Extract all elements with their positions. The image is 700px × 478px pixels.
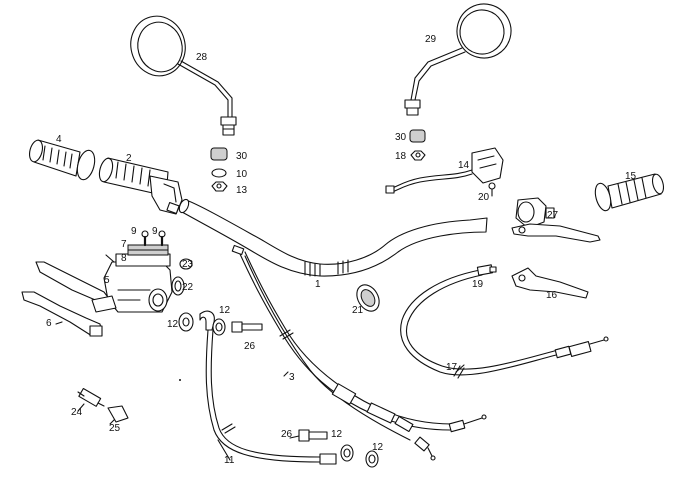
throttle-grip [98, 157, 183, 215]
label-12-a: 12 [219, 305, 231, 316]
label-27: 27 [547, 210, 559, 221]
clutch-lever [511, 267, 589, 299]
label-3: 3 [289, 372, 295, 383]
handlebar [178, 198, 488, 277]
brake-master-cylinder [103, 244, 173, 313]
label-8: 8 [121, 253, 127, 264]
label-6: 6 [46, 318, 52, 329]
right-mirror [404, 3, 512, 116]
brake-switch [77, 387, 105, 407]
label-7: 7 [121, 239, 127, 250]
label-9-a: 9 [131, 226, 137, 237]
label-9-b: 9 [152, 226, 158, 237]
left-mirror [130, 15, 237, 136]
leader-lines [55, 254, 465, 461]
cover-screws [141, 230, 166, 247]
switch-boot [107, 405, 129, 423]
label-4: 4 [56, 134, 62, 145]
label-11: 11 [224, 455, 235, 466]
label-26-a: 26 [244, 341, 256, 352]
left-grip [28, 139, 96, 181]
banjo-bolt-upper [212, 318, 263, 336]
label-2: 2 [126, 153, 132, 164]
right-grip [594, 173, 665, 212]
label-20: 20 [478, 192, 490, 203]
label-14: 14 [458, 160, 470, 171]
label-24: 24 [71, 407, 83, 418]
label-22: 22 [182, 282, 194, 293]
label-30-left: 30 [236, 151, 248, 162]
right-switch [385, 147, 504, 197]
label-16: 16 [546, 290, 558, 301]
label-12-c: 12 [331, 429, 343, 440]
label-10: 10 [236, 169, 248, 180]
label-29: 29 [425, 34, 437, 45]
throttle-cable [231, 244, 487, 461]
union-parts [171, 258, 193, 296]
label-28: 28 [196, 52, 208, 63]
label-13: 13 [236, 185, 248, 196]
label-12-d: 12 [372, 442, 384, 453]
banjo-bolt-lower [298, 429, 379, 468]
label-19: 19 [472, 279, 484, 290]
clutch-lever-assembly [511, 197, 601, 243]
brake-hose [199, 310, 337, 465]
left-mirror-nuts [210, 147, 228, 192]
label-30-right: 30 [395, 132, 407, 143]
label-5: 5 [104, 275, 110, 286]
label-21: 21 [352, 305, 364, 316]
label-25: 25 [109, 423, 121, 434]
label-15: 15 [625, 171, 637, 182]
copper-washer-left [178, 312, 194, 332]
part-labels: 28 29 30 10 13 30 18 4 2 14 20 15 27 9 9… [46, 34, 637, 466]
label-17: 17 [446, 362, 458, 373]
label-1: 1 [315, 279, 321, 290]
label-18: 18 [395, 151, 407, 162]
right-mirror-nuts [409, 129, 426, 161]
cable-clamp [356, 284, 380, 312]
clutch-cable [400, 264, 609, 379]
label-12-b: 12 [167, 319, 179, 330]
brake-lever [21, 261, 117, 337]
label-23: 23 [182, 259, 194, 270]
label-26-b: 26 [281, 429, 293, 440]
